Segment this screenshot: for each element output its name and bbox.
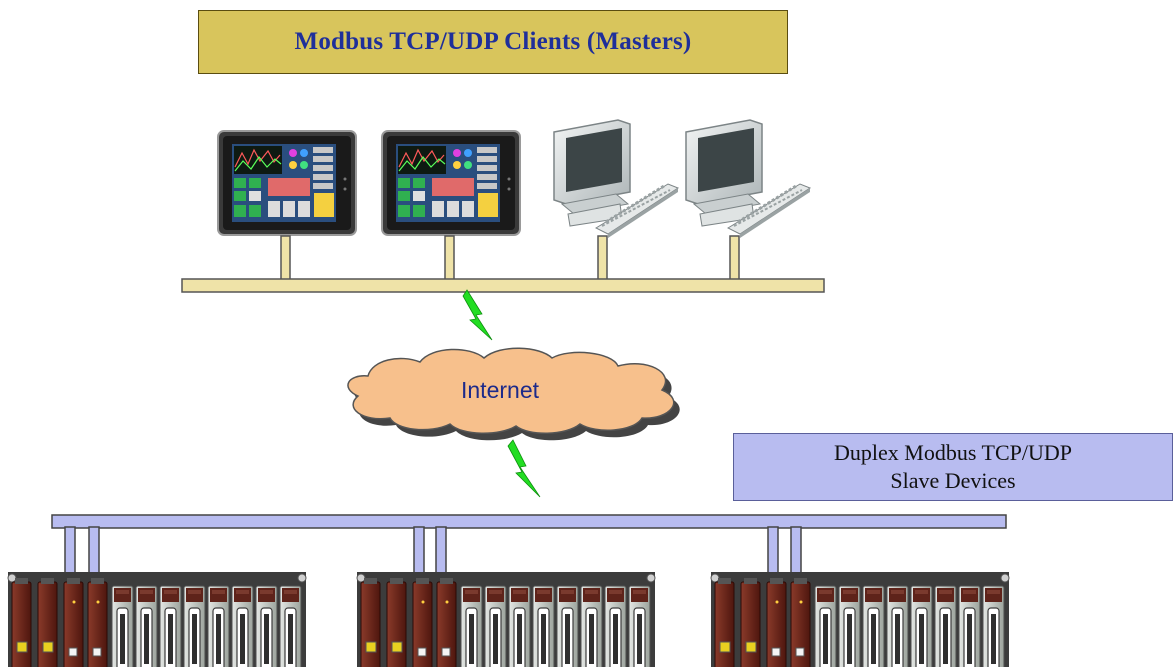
clients-title: Modbus TCP/UDP Clients (Masters)	[294, 28, 692, 55]
clients-bus	[181, 235, 825, 293]
internet-cloud-icon: Internet	[347, 347, 680, 441]
slave-label-line2: Slave Devices	[890, 468, 1016, 493]
wireless-link-icon	[507, 439, 541, 498]
io-rack-icon	[8, 572, 306, 667]
io-rack-icon	[357, 572, 655, 667]
desktop-pc-icon	[684, 118, 812, 240]
wireless-link-icon	[462, 289, 493, 341]
clients-title-box: Modbus TCP/UDP Clients (Masters)	[198, 10, 788, 74]
touch-panel-hmi-icon	[381, 130, 521, 236]
touch-panel-hmi-icon	[217, 130, 357, 236]
desktop-pc-icon	[552, 118, 680, 240]
slave-label-line1: Duplex Modbus TCP/UDP	[834, 440, 1072, 465]
internet-label: Internet	[461, 377, 540, 403]
slaves-bus	[51, 514, 1007, 578]
slave-devices-label-box: Duplex Modbus TCP/UDP Slave Devices	[733, 433, 1173, 501]
io-rack-icon	[711, 572, 1009, 667]
